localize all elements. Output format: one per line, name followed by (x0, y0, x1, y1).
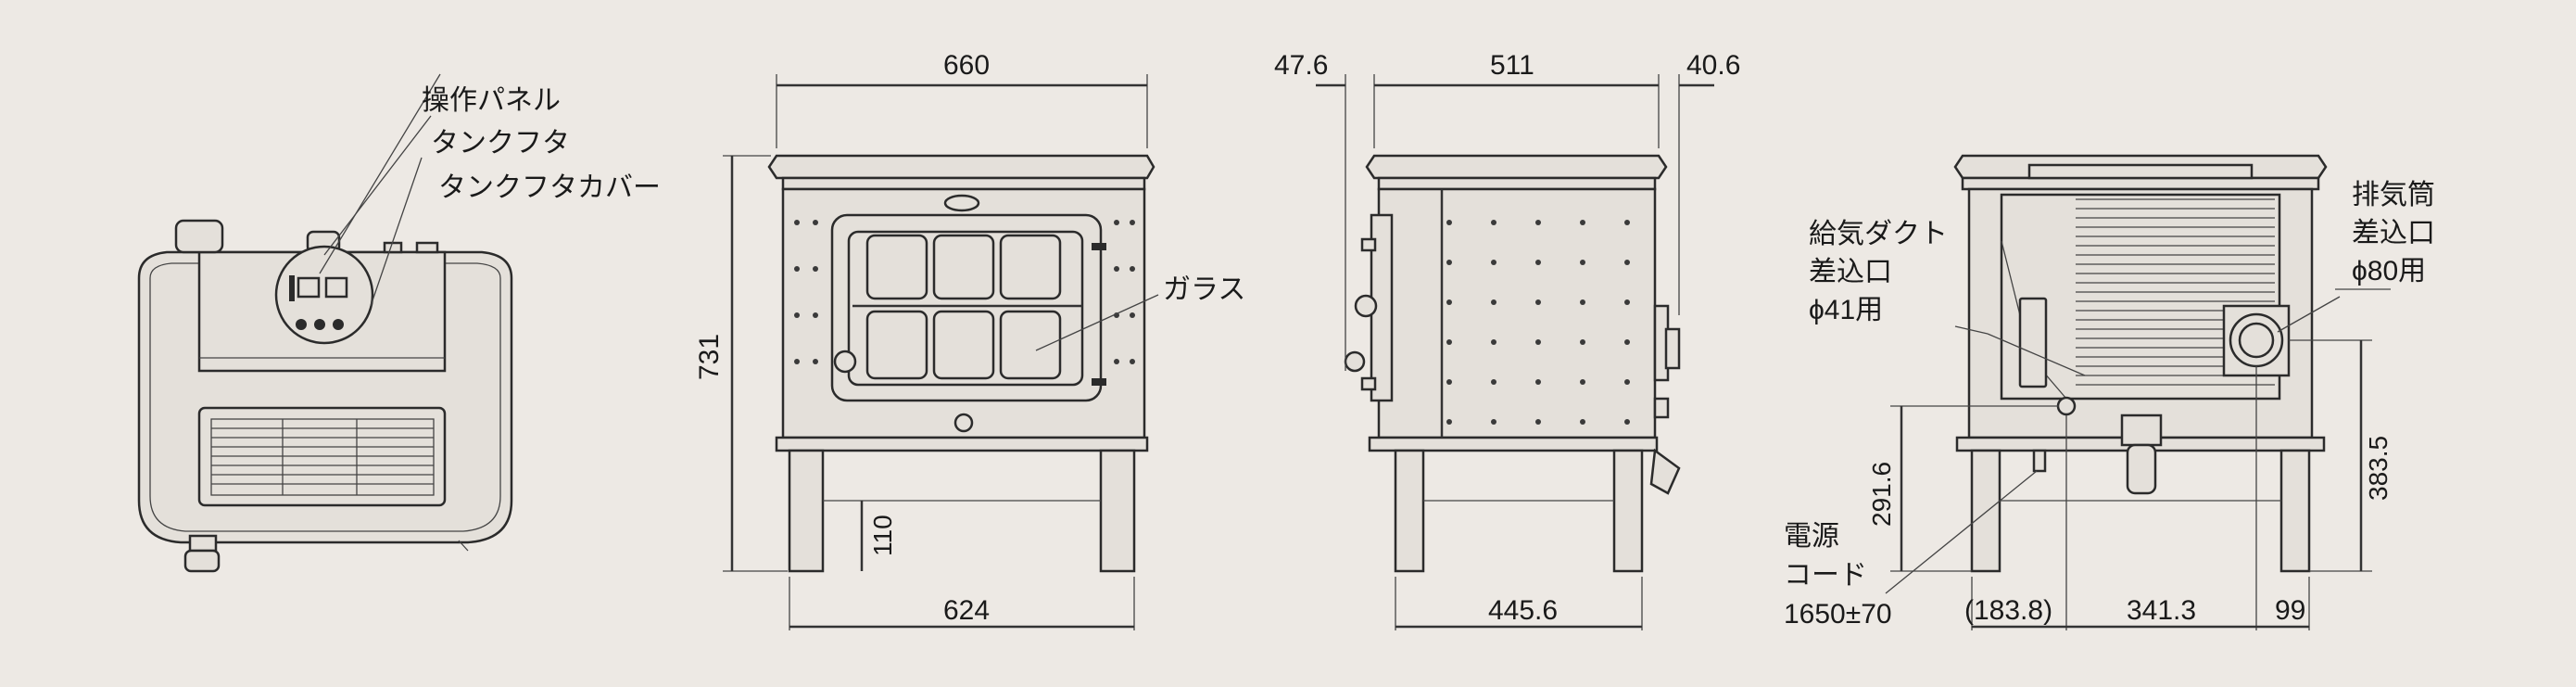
dim-front-width-bottom: 624 (943, 595, 990, 626)
label-supply-duct-line3: ϕ41用 (1809, 295, 1883, 325)
dim-side-width-bottom: 445.6 (1488, 595, 1558, 626)
label-glass: ガラス (1163, 274, 1245, 305)
dim-rear-height-exhaust: 383.5 (2364, 436, 2393, 501)
dim-side-right-offset: 40.6 (1686, 50, 1740, 81)
label-tank-lid-cover: タンクフタカバー (438, 172, 661, 203)
side-view-rivets (1446, 220, 1630, 425)
label-operation-panel: 操作パネル (422, 85, 561, 116)
dim-front-height: 731 (694, 334, 725, 380)
side-view: 47.6 511 40.6 445.6 (1274, 50, 1740, 630)
dim-rear-height-supply: 291.6 (1867, 462, 1896, 527)
front-view: ガラス 660 731 110 624 (694, 50, 1245, 630)
top-view-vent-slats (210, 418, 435, 496)
dim-front-width-top: 660 (943, 50, 990, 81)
dim-side-left-offset: 47.6 (1274, 50, 1328, 81)
dim-side-width-top: 511 (1490, 50, 1534, 81)
label-power-line2: コード (1784, 560, 1867, 591)
label-exhaust-line1: 排気筒 (2352, 180, 2435, 210)
label-exhaust-line2: 差込口 (2352, 218, 2435, 248)
dim-front-leg-height: 110 (868, 515, 897, 556)
dim-rear-bottom-mid: 341.3 (2127, 595, 2196, 626)
rear-view: 給気ダクト 差込口 ϕ41用 排気筒 差込口 ϕ80用 電源 コード 1650±… (1784, 154, 2435, 630)
label-exhaust-line3: ϕ80用 (2352, 256, 2426, 286)
label-power-line1: 電源 (1784, 521, 1839, 552)
label-supply-duct-line1: 給気ダクト (1809, 219, 1948, 249)
label-supply-duct-line2: 差込口 (1809, 257, 1892, 287)
front-view-rivets (794, 220, 1135, 364)
label-tank-lid: タンクフタ (431, 128, 570, 159)
dim-rear-bottom-right: 99 (2275, 595, 2305, 626)
dim-rear-bottom-left: (183.8) (1964, 595, 2052, 626)
label-power-line3: 1650±70 (1784, 599, 1892, 630)
top-view: 操作パネル タンクフタ タンクフタカバー (137, 73, 661, 573)
